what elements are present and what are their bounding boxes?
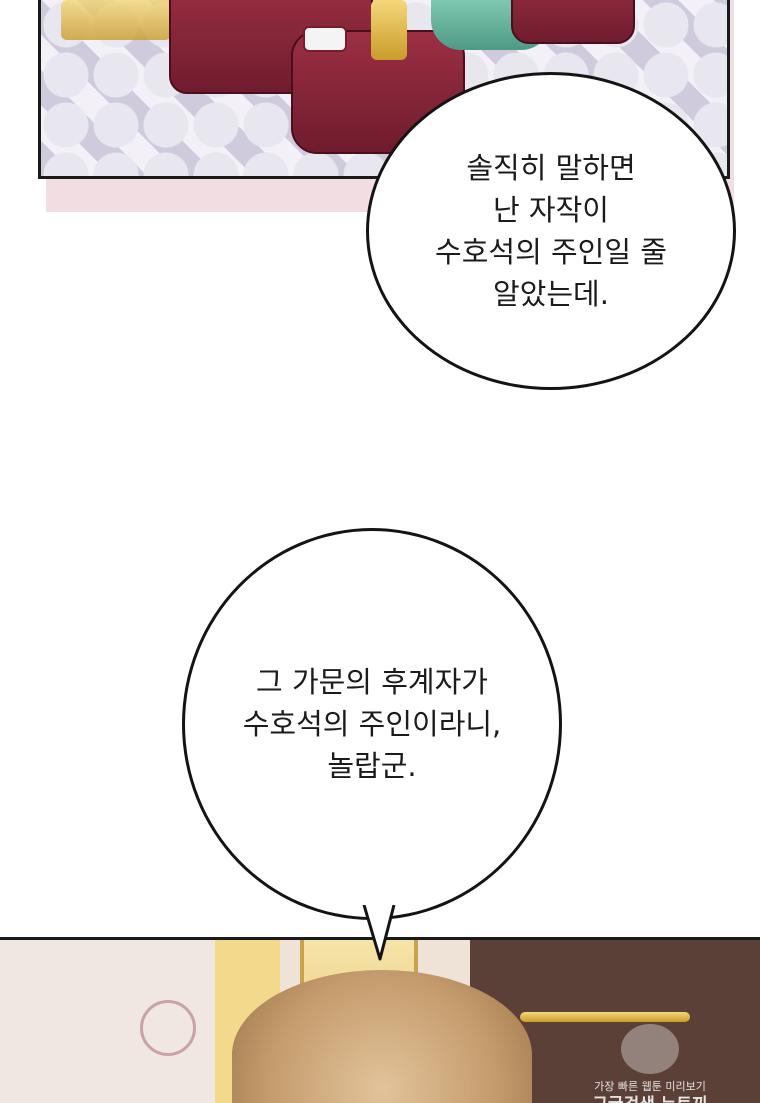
- character-hair: [232, 970, 532, 1103]
- gold-wall-trim: [61, 0, 171, 40]
- bubble-2-line-3: 놀랍군.: [327, 749, 417, 783]
- bubble-1-line-1: 솔직히 말하면: [466, 151, 636, 185]
- watermark-bottom-line: 구글검색 뉴토끼: [560, 1094, 740, 1103]
- bubble-2-line-1: 그 가문의 후계자가: [256, 665, 488, 699]
- speech-bubble-2: 그 가문의 후계자가 수호석의 주인이라니, 놀랍군.: [182, 528, 562, 920]
- watermark: 가장 빠른 웹툰 미리보기 구글검색 뉴토끼: [560, 1024, 740, 1103]
- watermark-mascot-icon: [621, 1024, 679, 1074]
- ornament-swirl: [140, 1000, 196, 1056]
- bottom-panel-illustration: 가장 빠른 웹툰 미리보기 구글검색 뉴토끼: [0, 937, 760, 1103]
- speech-bubble-2-tail: [362, 905, 396, 961]
- bubble-2-line-2: 수호석의 주인이라니,: [242, 707, 502, 741]
- bubble-1-line-4: 알았는데.: [493, 277, 609, 311]
- white-cushion: [303, 26, 347, 52]
- speech-bubble-1: 솔직히 말하면 난 자작이 수호석의 주인일 줄 알았는데.: [366, 72, 736, 390]
- gold-wall-rail: [520, 1012, 690, 1022]
- sofa-far-right: [511, 0, 635, 44]
- watermark-top-line: 가장 빠른 웹툰 미리보기: [594, 1080, 706, 1093]
- bubble-1-line-3: 수호석의 주인일 줄: [435, 235, 667, 269]
- bubble-1-line-2: 난 자작이: [493, 193, 609, 227]
- gold-table-leg: [371, 0, 407, 60]
